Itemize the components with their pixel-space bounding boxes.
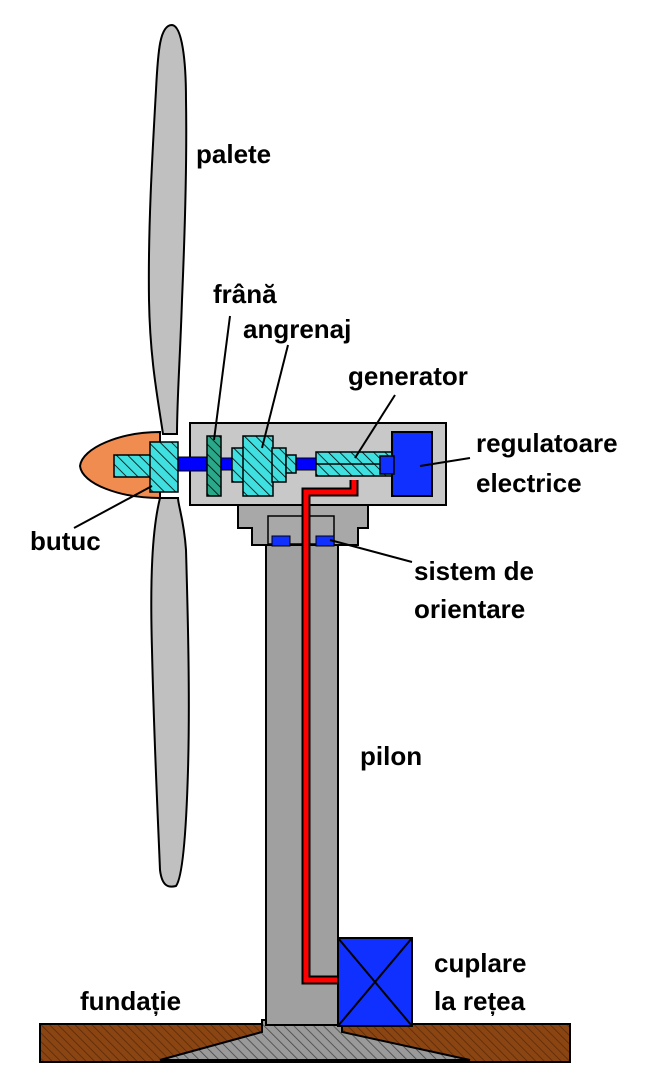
label-generator: generator [348,361,468,391]
leader-angrenaj [261,344,289,449]
shaft-segment-3 [293,457,317,471]
blade-upper [147,23,188,435]
electrical-controller [391,431,433,497]
label-frana: frână [213,279,277,309]
yaw-inner [267,515,335,545]
label-angrenaj: angrenaj [243,314,351,344]
coupling-cross-2 [337,937,413,1027]
label-cuplare-line1: cuplare [434,948,527,978]
brake-disc [206,435,222,497]
power-cable-core [303,480,357,983]
label-butuc: butuc [30,526,101,556]
label-regulatoare-line1: regulatoare [476,428,618,458]
gearbox-main [242,435,274,497]
leader-sistem [329,539,413,563]
leader-frana [213,315,231,441]
label-sistem-line2: orientare [414,594,525,624]
label-sistem-line1: sistem de [414,556,534,586]
label-fundatie: fundație [80,986,181,1016]
label-regulatoare-line2: electrice [476,468,582,498]
gearbox-left [231,447,245,483]
hub-main [149,441,179,493]
yaw-bearing-left [271,535,291,547]
label-palete: palete [196,139,271,169]
gearbox-coupling [285,454,297,474]
label-pilon: pilon [360,741,422,771]
main-shaft [175,456,211,472]
controller-connector [379,455,395,475]
leader-regulatoare [419,457,471,467]
leader-butuc [73,485,153,529]
hub-left [113,454,155,478]
leader-generator [354,394,396,459]
gearbox-right [271,447,287,483]
label-cuplare-line2: la rețea [434,986,526,1016]
blade-lower [150,497,190,888]
